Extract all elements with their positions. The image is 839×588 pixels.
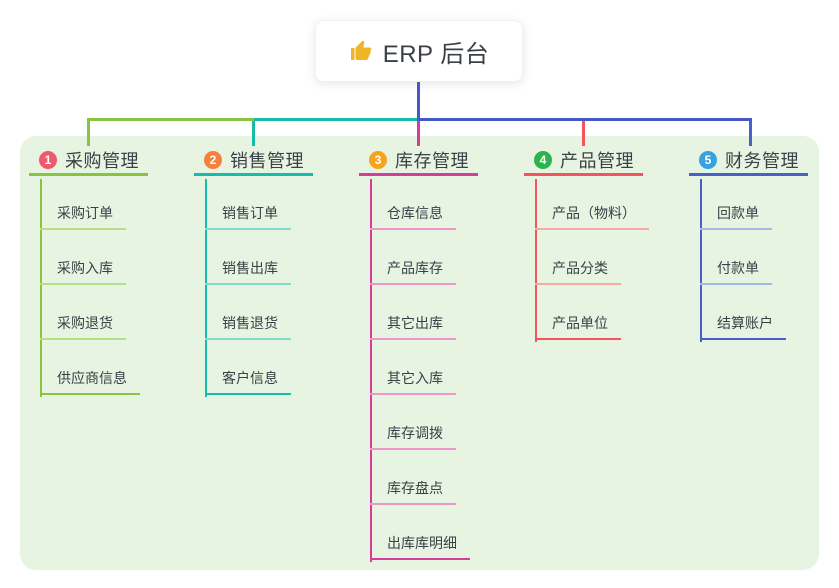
branch-title-label: 销售管理 — [230, 151, 304, 171]
mindmap-root-node[interactable]: ERP 后台 — [315, 20, 523, 82]
child-node[interactable]: 其它入库 — [370, 362, 456, 395]
child-node[interactable]: 采购入库 — [40, 252, 126, 285]
child-node-label: 回款单 — [717, 205, 759, 221]
branch-title-node[interactable]: 3 库存管理 — [359, 147, 478, 176]
child-node[interactable]: 仓库信息 — [370, 197, 456, 230]
child-node-label: 销售退货 — [222, 315, 278, 331]
child-node-label: 出库库明细 — [387, 535, 457, 551]
child-node-label: 库存盘点 — [387, 480, 443, 496]
child-node[interactable]: 产品单位 — [535, 307, 621, 340]
child-node-label: 结算账户 — [717, 315, 773, 331]
child-node-label: 销售订单 — [222, 205, 278, 221]
child-node-label: 供应商信息 — [57, 370, 127, 386]
branch-title-label: 采购管理 — [65, 151, 139, 171]
child-node[interactable]: 销售出库 — [205, 252, 291, 285]
connector-bus-segment — [254, 118, 417, 121]
branch-column: 3 库存管理仓库信息产品库存其它出库其它入库库存调拨库存盘点出库库明细 — [359, 0, 529, 588]
connector-drop — [582, 121, 585, 146]
child-node[interactable]: 库存调拨 — [370, 417, 456, 450]
child-node-label: 其它出库 — [387, 315, 443, 331]
branch-trunk-line — [40, 179, 42, 397]
child-node-label: 销售出库 — [222, 260, 278, 276]
branch-index-badge: 2 — [204, 151, 222, 169]
branch-index-badge: 5 — [699, 151, 717, 169]
root-title: ERP 后台 — [382, 40, 490, 68]
branch-title-node[interactable]: 5 财务管理 — [689, 147, 808, 176]
child-node[interactable]: 产品分类 — [535, 252, 621, 285]
branch-trunk-line — [700, 179, 702, 342]
connector-drop — [749, 121, 752, 146]
child-node-label: 产品分类 — [552, 260, 608, 276]
child-node-label: 产品单位 — [552, 315, 608, 331]
branch-title-node[interactable]: 4 产品管理 — [524, 147, 643, 176]
connector-bus-segment — [417, 118, 752, 121]
child-node[interactable]: 其它出库 — [370, 307, 456, 340]
child-node[interactable]: 产品库存 — [370, 252, 456, 285]
child-node-label: 付款单 — [717, 260, 759, 276]
child-node[interactable]: 销售退货 — [205, 307, 291, 340]
child-node[interactable]: 采购退货 — [40, 307, 126, 340]
child-node[interactable]: 销售订单 — [205, 197, 291, 230]
branch-title-label: 产品管理 — [560, 151, 634, 171]
child-node[interactable]: 回款单 — [700, 197, 772, 230]
child-node-label: 仓库信息 — [387, 205, 443, 221]
branches-panel — [20, 136, 819, 570]
child-node-label: 客户信息 — [222, 370, 278, 386]
child-node-label: 产品库存 — [387, 260, 443, 276]
connector-bus-segment — [87, 118, 254, 121]
branch-column: 4 产品管理产品（物料） 产品分类产品单位 — [524, 0, 694, 588]
connector-drop — [252, 121, 255, 146]
branch-index-badge: 3 — [369, 151, 387, 169]
connector-drop — [87, 121, 90, 146]
child-node[interactable]: 产品（物料） — [535, 197, 649, 230]
branch-column: 1 采购管理采购订单采购入库采购退货供应商信息 — [29, 0, 199, 588]
branch-title-node[interactable]: 2 销售管理 — [194, 147, 313, 176]
child-node[interactable]: 供应商信息 — [40, 362, 140, 395]
branch-column: 2 销售管理销售订单销售出库销售退货客户信息 — [194, 0, 364, 588]
child-node[interactable]: 客户信息 — [205, 362, 291, 395]
branch-column: 5 财务管理回款单付款单结算账户 — [689, 0, 839, 588]
child-node-label: 采购退货 — [57, 315, 113, 331]
child-node[interactable]: 采购订单 — [40, 197, 126, 230]
child-node[interactable]: 出库库明细 — [370, 527, 470, 560]
connector-drop — [417, 121, 420, 146]
child-node-label: 库存调拨 — [387, 425, 443, 441]
branch-trunk-line — [370, 179, 372, 562]
child-node-label: 采购订单 — [57, 205, 113, 221]
branch-trunk-line — [205, 179, 207, 397]
child-node[interactable]: 付款单 — [700, 252, 772, 285]
branch-title-label: 库存管理 — [395, 151, 469, 171]
child-node-label: 产品（物料） — [552, 205, 636, 221]
root-stem-line — [417, 82, 420, 118]
thumbs-up-icon — [350, 40, 372, 60]
child-node[interactable]: 库存盘点 — [370, 472, 456, 505]
branch-title-label: 财务管理 — [725, 151, 799, 171]
branch-index-badge: 1 — [39, 151, 57, 169]
child-node[interactable]: 结算账户 — [700, 307, 786, 340]
child-node-label: 采购入库 — [57, 260, 113, 276]
branch-index-badge: 4 — [534, 151, 552, 169]
child-node-label: 其它入库 — [387, 370, 443, 386]
branch-trunk-line — [535, 179, 537, 342]
branch-title-node[interactable]: 1 采购管理 — [29, 147, 148, 176]
